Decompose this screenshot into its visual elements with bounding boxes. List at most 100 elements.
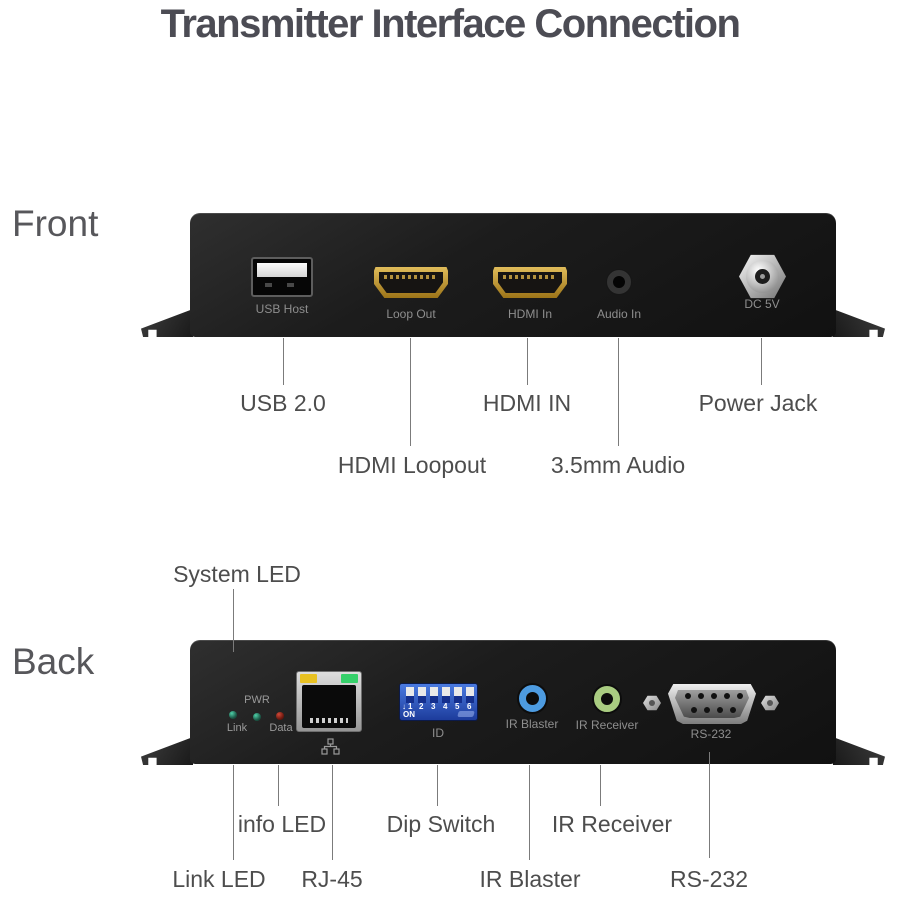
ir-blaster-jack — [519, 685, 546, 712]
dip-switch-2 — [418, 687, 426, 703]
db9-pin-hole — [724, 693, 730, 699]
pwr-led-label: PWR — [244, 694, 270, 706]
link-led — [229, 711, 237, 719]
callout-system-led: System LED — [173, 561, 301, 587]
usb-host-port — [251, 257, 313, 297]
usb-contact — [287, 283, 294, 287]
screw-left-icon — [643, 695, 661, 711]
rj45-yellow-led — [300, 674, 317, 683]
callout-link-led: Link LED — [172, 866, 266, 892]
dc-power-jack — [739, 254, 786, 299]
rj45-pins — [310, 718, 348, 723]
back-mounting-flange-right — [833, 737, 885, 765]
callout-info-led: info LED — [237, 811, 327, 837]
hdmi-in-label: HDMI In — [507, 307, 553, 321]
ir-receiver-jack — [594, 686, 620, 712]
db9-pin-hole — [698, 693, 704, 699]
dip-switch-4 — [442, 687, 450, 703]
audio-in-label: Audio In — [596, 307, 642, 321]
usb-tongue — [257, 263, 307, 277]
front-section-label: Front — [12, 203, 99, 244]
ir-receiver-port-label: IR Receiver — [575, 718, 639, 732]
rs232-port — [668, 684, 756, 724]
back-section-label: Back — [12, 641, 95, 682]
callout-usb-2-0: USB 2.0 — [240, 390, 326, 416]
callout-line-hdmi-in — [527, 338, 528, 385]
callout-hdmi-loopout: HDMI Loopout — [337, 452, 487, 478]
page-title: Transmitter Interface Connection — [160, 2, 741, 46]
db9-pin-hole — [704, 707, 710, 713]
data-led-label: Data — [269, 722, 293, 734]
audio-in-hole — [613, 276, 625, 288]
hdmi-in-port — [493, 267, 567, 298]
callout-rj45: RJ-45 — [301, 866, 363, 892]
rj45-green-led — [341, 674, 358, 683]
callout-line-ir-receiver — [600, 765, 601, 806]
callout-line-rs232 — [709, 752, 710, 858]
db9-pin-hole — [737, 693, 743, 699]
dip-num-6: 6 — [467, 702, 472, 711]
dip-id-label: ID — [432, 726, 444, 740]
dc-pin — [760, 274, 765, 279]
callout-line-info-led — [278, 765, 279, 806]
db9-pin-hole — [685, 693, 691, 699]
usb-contact — [265, 283, 272, 287]
db9-pin-hole — [711, 693, 717, 699]
front-device-panel: USB Host Loop Out HDMI In Audio In DC 5V — [190, 213, 836, 337]
db9-pin-hole — [730, 707, 736, 713]
callout-ir-receiver: IR Receiver — [551, 811, 673, 837]
dip-num-2: 2 — [419, 702, 424, 711]
hdmi-pins — [384, 275, 438, 279]
dip-switch-6 — [466, 687, 474, 703]
ethernet-icon — [321, 738, 340, 755]
callout-3-5mm-audio: 3.5mm Audio — [550, 452, 686, 478]
audio-in-jack — [606, 269, 632, 295]
dip-num-1: 1 — [408, 702, 413, 711]
callout-line-link-led — [233, 765, 234, 860]
callout-hdmi-in: HDMI IN — [482, 390, 572, 416]
dip-switch: ↓ 1 2 3 4 5 6 ON — [400, 684, 477, 720]
dip-handle — [442, 687, 450, 696]
dip-handle — [430, 687, 438, 696]
callout-line-dip — [437, 765, 438, 806]
front-mounting-flange-left — [141, 309, 193, 337]
dip-arrow: ↓ — [402, 702, 406, 711]
dip-brand-mark — [457, 711, 475, 717]
callout-dip-switch: Dip Switch — [386, 811, 496, 837]
front-mounting-flange-right — [833, 309, 885, 337]
db9-pin-hole — [691, 707, 697, 713]
dip-on-label: ON — [403, 710, 415, 719]
callout-rs232: RS-232 — [670, 866, 748, 892]
screw-center — [649, 700, 655, 706]
dip-handle — [406, 687, 414, 696]
rj45-cavity — [302, 685, 356, 728]
dip-handle — [418, 687, 426, 696]
callout-line-hdmi-loopout — [410, 338, 411, 446]
link-led-label: Link — [226, 722, 248, 734]
rj45-port — [296, 671, 362, 732]
screw-right-icon — [761, 695, 779, 711]
dip-switch-5 — [454, 687, 462, 703]
dip-num-4: 4 — [443, 702, 448, 711]
hdmi-pins — [503, 275, 557, 279]
ir-blaster-port-label: IR Blaster — [505, 717, 559, 731]
hdmi-loop-out-port — [374, 267, 448, 298]
loop-out-label: Loop Out — [386, 307, 436, 321]
dc-5v-label: DC 5V — [744, 297, 780, 311]
data-led — [276, 712, 284, 720]
dip-switch-3 — [430, 687, 438, 703]
screw-center — [767, 700, 773, 706]
callout-line-audio — [618, 338, 619, 446]
usb-host-label: USB Host — [255, 302, 309, 316]
callout-ir-blaster: IR Blaster — [479, 866, 581, 892]
callout-line-rj45 — [332, 765, 333, 860]
callout-line-system-led — [233, 589, 234, 652]
dip-num-5: 5 — [455, 702, 460, 711]
callout-power-jack: Power Jack — [698, 390, 818, 416]
dip-handle — [454, 687, 462, 696]
back-device-panel: PWR Link Data ↓ — [190, 640, 836, 764]
callout-line-usb — [283, 338, 284, 385]
db9-pin-hole — [717, 707, 723, 713]
callout-line-power — [761, 338, 762, 385]
